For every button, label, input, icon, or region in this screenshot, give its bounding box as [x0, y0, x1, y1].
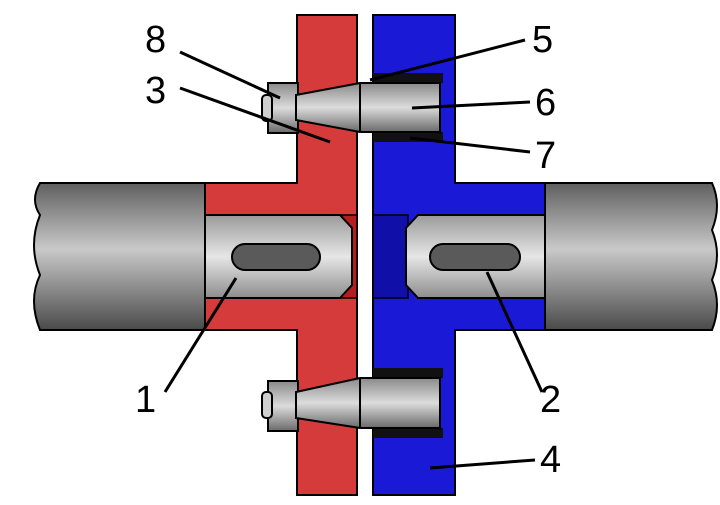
leader-3 — [179, 86, 331, 144]
left-shaft — [33, 182, 206, 331]
leader-6 — [411, 100, 531, 110]
upper-sleeve-bottom — [373, 132, 443, 142]
lower-bolt-tip — [261, 391, 273, 419]
right-shaft — [544, 182, 718, 331]
left-key — [231, 243, 321, 271]
callout-8: 8 — [145, 19, 166, 61]
leader-lines — [163, 38, 544, 470]
lower-sleeve-bottom — [373, 428, 443, 438]
callout-4: 4 — [540, 439, 561, 481]
callout-1: 1 — [135, 379, 156, 421]
lower-bolt-assembly — [261, 368, 443, 438]
upper-bolt-tip — [261, 94, 273, 122]
right-bore-recess — [372, 214, 409, 299]
leader-7 — [409, 136, 531, 154]
upper-bolt-assembly — [261, 73, 443, 142]
right-key — [429, 243, 521, 271]
callout-3: 3 — [145, 70, 166, 112]
callout-6: 6 — [535, 82, 556, 124]
callout-7: 7 — [535, 135, 556, 177]
leader-1 — [163, 277, 238, 393]
leader-2 — [485, 271, 544, 393]
lower-sleeve-top — [373, 368, 443, 378]
callout-5: 5 — [532, 19, 553, 61]
callout-2: 2 — [540, 379, 561, 421]
leader-8 — [179, 50, 281, 100]
upper-sleeve-top — [373, 73, 443, 83]
leader-4 — [429, 458, 536, 470]
leader-5 — [369, 38, 526, 82]
